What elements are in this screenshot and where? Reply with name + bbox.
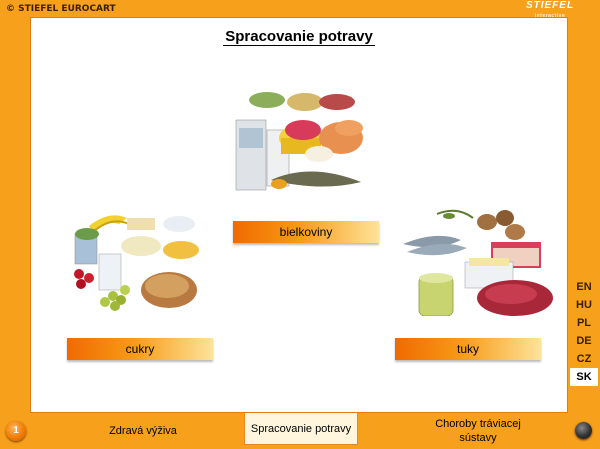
language-sk[interactable]: SK xyxy=(570,368,598,386)
exit-button[interactable] xyxy=(575,422,592,439)
tab-digestive-diseases[interactable]: Choroby tráviacej sústavy xyxy=(400,413,556,449)
language-pl[interactable]: PL xyxy=(576,317,592,329)
protein-foods-illustration xyxy=(235,92,363,191)
page-title-text: Spracovanie potravy xyxy=(223,28,375,46)
language-en[interactable]: EN xyxy=(576,281,592,293)
stiefel-logo-text: STIEFEL xyxy=(525,0,575,11)
bottom-navigation: 1 Zdravá výživa Spracovanie potravy Chor… xyxy=(0,413,600,449)
category-button-proteins[interactable]: bielkoviny xyxy=(233,221,379,243)
tab-digestive-diseases-line1: Choroby tráviacej xyxy=(435,418,521,430)
stiefel-logo: STIEFEL interactive xyxy=(518,1,582,21)
language-hu[interactable]: HU xyxy=(576,299,592,311)
page-title: Spracovanie potravy xyxy=(31,28,567,46)
content-panel: Spracovanie potravy xyxy=(30,17,568,413)
tab-food-processing-label: Spracovanie potravy xyxy=(250,422,352,435)
brand-logo-text: © STIEFEL EUROCART xyxy=(6,4,116,14)
tab-healthy-nutrition[interactable]: Zdravá výživa xyxy=(68,413,218,449)
category-button-fats[interactable]: tuky xyxy=(395,338,541,360)
sugar-foods-illustration xyxy=(74,215,199,311)
fat-foods-illustration xyxy=(403,209,553,316)
category-button-sugars[interactable]: cukry xyxy=(67,338,213,360)
tab-food-processing[interactable]: Spracovanie potravy xyxy=(244,413,358,445)
home-button[interactable]: 1 xyxy=(6,421,26,441)
language-cz[interactable]: CZ xyxy=(576,353,592,365)
language-de[interactable]: DE xyxy=(576,335,592,347)
stiefel-logo-subtext: interactive xyxy=(534,13,566,19)
language-selector: EN HU PL DE CZ SK xyxy=(570,278,598,386)
tab-digestive-diseases-line2: sústavy xyxy=(459,432,497,444)
tab-healthy-nutrition-label: Zdravá výživa xyxy=(109,425,177,437)
